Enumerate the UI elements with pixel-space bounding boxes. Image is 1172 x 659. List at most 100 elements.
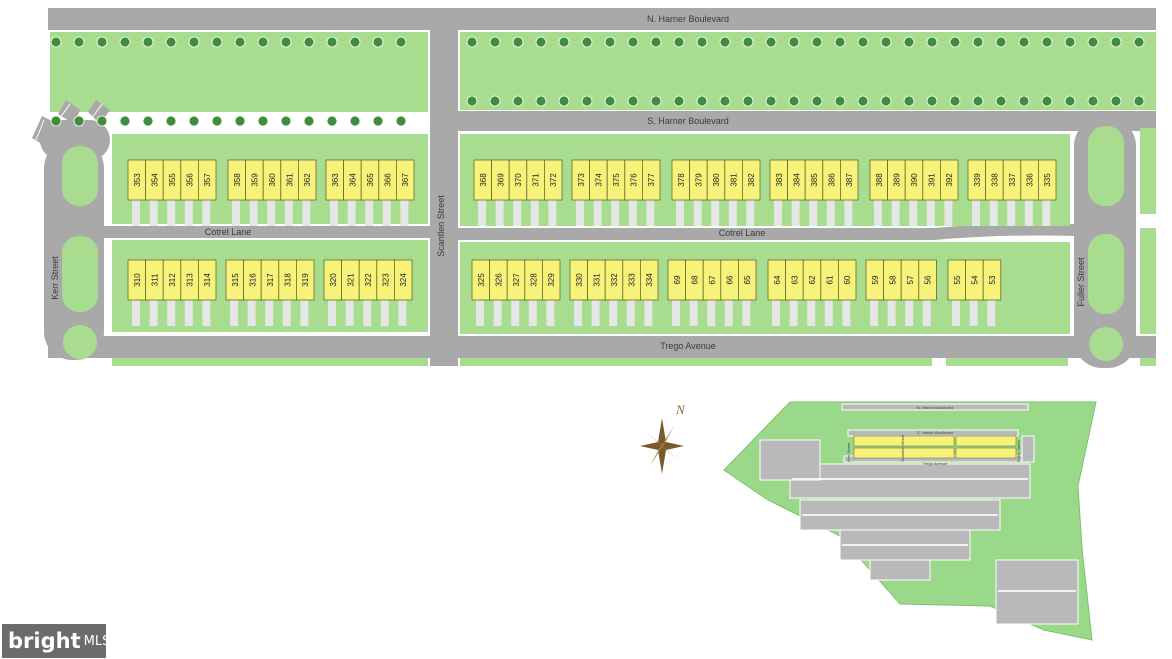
lot-60[interactable]: [838, 259, 857, 301]
lot-334[interactable]: [640, 259, 659, 301]
driveway: [944, 200, 953, 226]
driveway: [644, 300, 653, 326]
lot-number: 375: [612, 173, 621, 187]
lot-324[interactable]: [393, 259, 413, 301]
lot-372[interactable]: [544, 159, 563, 201]
driveway: [302, 200, 311, 226]
lot-number: 315: [231, 273, 240, 287]
lot-number: 53: [988, 275, 997, 284]
tree-icon: [788, 36, 800, 48]
driveway: [132, 300, 140, 326]
tree-icon: [765, 95, 777, 107]
driveway: [300, 300, 309, 326]
tree-icon: [73, 36, 85, 48]
driveway: [926, 200, 935, 226]
tree-icon: [604, 95, 616, 107]
lot-number: 333: [628, 273, 637, 287]
tree-icon: [811, 95, 823, 107]
lot-357[interactable]: [197, 159, 217, 201]
lot-377[interactable]: [642, 159, 661, 201]
driveway: [969, 300, 978, 326]
tree-icon: [349, 115, 361, 127]
driveway: [476, 300, 484, 326]
lot-number: 358: [233, 173, 242, 187]
tree-icon: [719, 36, 731, 48]
tree-rows: [50, 36, 1145, 127]
driveway: [576, 200, 584, 226]
overview-key-map: N. Harner Boulevard S. Harner Boulevard …: [723, 401, 1097, 641]
tree-icon: [1064, 36, 1076, 48]
lot-367[interactable]: [395, 159, 415, 201]
lot-387[interactable]: [840, 159, 859, 201]
label-s-harner-boulevard: S. Harner Boulevard: [647, 116, 729, 126]
driveway: [887, 300, 896, 326]
tree-icon: [395, 36, 407, 48]
lot-number: 357: [203, 173, 212, 187]
tree-icon: [1133, 95, 1145, 107]
lot-382[interactable]: [742, 159, 761, 201]
lot-number: 318: [284, 273, 293, 287]
lot-number: 386: [828, 173, 837, 187]
driveway: [874, 200, 882, 226]
lot-number: 371: [532, 173, 541, 187]
driveway: [593, 200, 602, 226]
tree-icon: [142, 36, 154, 48]
lot-number: 372: [549, 173, 558, 187]
driveway: [870, 300, 878, 326]
driveway: [493, 300, 502, 326]
lot-65[interactable]: [738, 259, 757, 301]
label-kerr-street: Kerr Street: [50, 256, 60, 300]
lot-392[interactable]: [940, 159, 959, 201]
watermark-suffix: MLS: [83, 633, 111, 649]
lot-53[interactable]: [982, 259, 1002, 301]
tree-icon: [466, 36, 478, 48]
driveway: [791, 200, 800, 226]
tree-icon: [1110, 36, 1122, 48]
lot-number: 331: [592, 273, 601, 287]
tree-icon: [673, 95, 685, 107]
driveway: [265, 300, 274, 326]
lot-number: 388: [875, 173, 884, 187]
tree-icon: [650, 36, 662, 48]
driveway: [365, 200, 374, 226]
lot-number: 380: [712, 173, 721, 187]
tree-icon: [949, 95, 961, 107]
driveway: [132, 200, 140, 226]
lot-56[interactable]: [918, 259, 937, 301]
lot-number: 337: [1008, 173, 1017, 187]
lot-number: 56: [924, 275, 933, 284]
tree-icon: [558, 36, 570, 48]
tree-icon: [788, 95, 800, 107]
lot-number: 364: [348, 173, 357, 187]
driveway: [905, 300, 914, 326]
label-cotrel-lane-right: Cotrel Lane: [719, 228, 766, 238]
tree-icon: [1087, 95, 1099, 107]
lot-319[interactable]: [295, 259, 315, 301]
lot-314[interactable]: [197, 259, 217, 301]
lot-number: 353: [133, 173, 142, 187]
tree-icon: [188, 36, 200, 48]
driveway: [746, 200, 755, 226]
driveway: [363, 300, 372, 326]
lot-number: 66: [726, 275, 735, 284]
tree-icon: [489, 36, 501, 48]
driveway: [724, 300, 733, 326]
lot-number: 379: [694, 173, 703, 187]
driveway: [728, 200, 737, 226]
lot-329[interactable]: [542, 259, 561, 301]
driveway: [249, 200, 258, 226]
lot-335[interactable]: [1038, 159, 1057, 201]
lot-number: 338: [990, 173, 999, 187]
lot-362[interactable]: [297, 159, 317, 201]
driveway: [546, 300, 555, 326]
tree-icon: [696, 95, 708, 107]
tree-icon: [73, 115, 85, 127]
tree-icon: [280, 36, 292, 48]
tree-icon: [1087, 36, 1099, 48]
lot-number: 385: [810, 173, 819, 187]
tree-icon: [558, 95, 570, 107]
